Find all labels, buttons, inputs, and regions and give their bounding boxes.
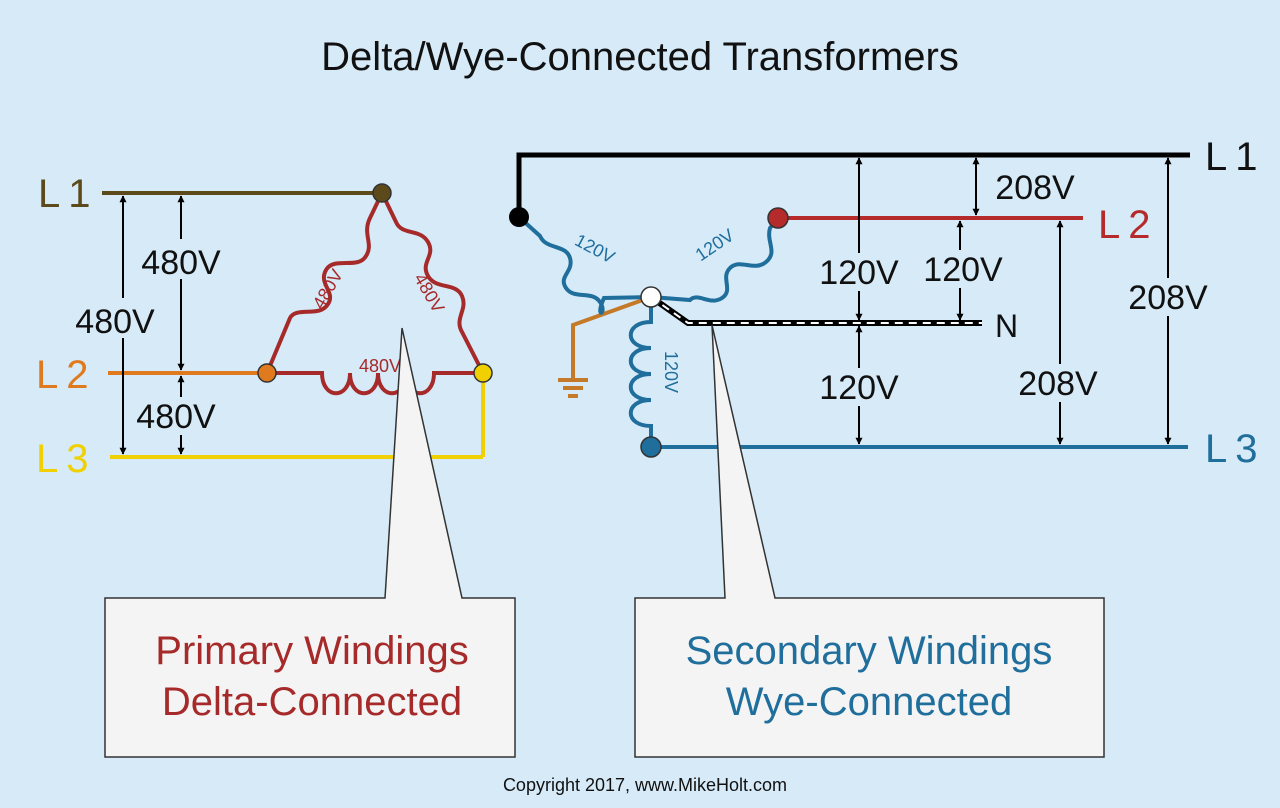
callout-primary-line2: Delta-Connected xyxy=(162,680,462,724)
primary-winding-bottom-label: 480V xyxy=(359,356,401,376)
secondary-terminal-l3 xyxy=(640,436,662,458)
label-mask xyxy=(131,239,231,279)
primary-winding-right xyxy=(380,192,485,374)
secondary-voltage-n-l3: 120V xyxy=(819,369,899,407)
primary-terminal-l3 xyxy=(473,363,493,383)
label-mask xyxy=(68,298,168,338)
ground-conductor xyxy=(571,295,652,378)
label-mask xyxy=(915,250,1011,288)
secondary-terminal-l2 xyxy=(767,207,789,229)
callout-secondary-line1: Secondary Windings xyxy=(686,629,1053,673)
primary-voltage-l1-l2: 480V xyxy=(141,244,221,282)
label-mask xyxy=(131,397,231,435)
label-mask xyxy=(811,368,907,406)
callout-primary-line1: Primary Windings xyxy=(155,629,468,673)
secondary-winding-left xyxy=(517,215,652,315)
secondary-voltage-l1-l2: 208V xyxy=(995,169,1075,207)
label-mask xyxy=(1008,364,1108,402)
callout-primary: Primary Windings Delta-Connected xyxy=(104,327,516,758)
secondary-winding-bottom xyxy=(629,297,653,447)
primary-winding-left xyxy=(265,192,384,374)
label-mask xyxy=(986,169,1084,207)
secondary-neutral-stripe xyxy=(650,296,982,324)
secondary-label-n: N xyxy=(995,308,1018,344)
secondary-voltage-l2-n: 120V xyxy=(923,251,1003,289)
secondary-label-l3: L3 xyxy=(1205,427,1266,471)
copyright-text: Copyright 2017, www.MikeHolt.com xyxy=(503,775,787,795)
secondary-l1-line xyxy=(516,152,1190,217)
primary-terminal-l2 xyxy=(257,363,277,383)
label-mask xyxy=(811,253,907,291)
label-mask xyxy=(1118,278,1218,316)
secondary-terminal-neutral xyxy=(640,286,662,308)
primary-label-l3: L3 xyxy=(36,437,97,481)
primary-label-l2: L2 xyxy=(36,353,97,397)
primary-voltage-l1-l3: 480V xyxy=(75,303,155,341)
callout-primary-box xyxy=(104,327,516,758)
callout-secondary-box xyxy=(634,324,1105,758)
secondary-winding-right xyxy=(650,216,780,303)
callout-secondary-line2: Wye-Connected xyxy=(726,680,1012,724)
primary-label-l1: L1 xyxy=(38,172,99,216)
secondary-voltage-l2-l3: 208V xyxy=(1018,365,1098,403)
primary-voltage-l2-l3: 480V xyxy=(136,398,216,436)
callout-secondary: Secondary Windings Wye-Connected xyxy=(634,324,1105,758)
secondary-label-l1: L1 xyxy=(1205,135,1266,179)
primary-terminal-l1 xyxy=(372,183,392,203)
secondary-winding-bottom-label: 120V xyxy=(661,351,681,393)
secondary-label-l2: L2 xyxy=(1098,203,1159,247)
secondary-terminal-l1 xyxy=(509,207,529,227)
secondary-voltage-l1-l3: 208V xyxy=(1128,279,1208,317)
diagram-title: Delta/Wye-Connected Transformers xyxy=(321,35,959,79)
secondary-voltage-l1-n: 120V xyxy=(819,254,899,292)
